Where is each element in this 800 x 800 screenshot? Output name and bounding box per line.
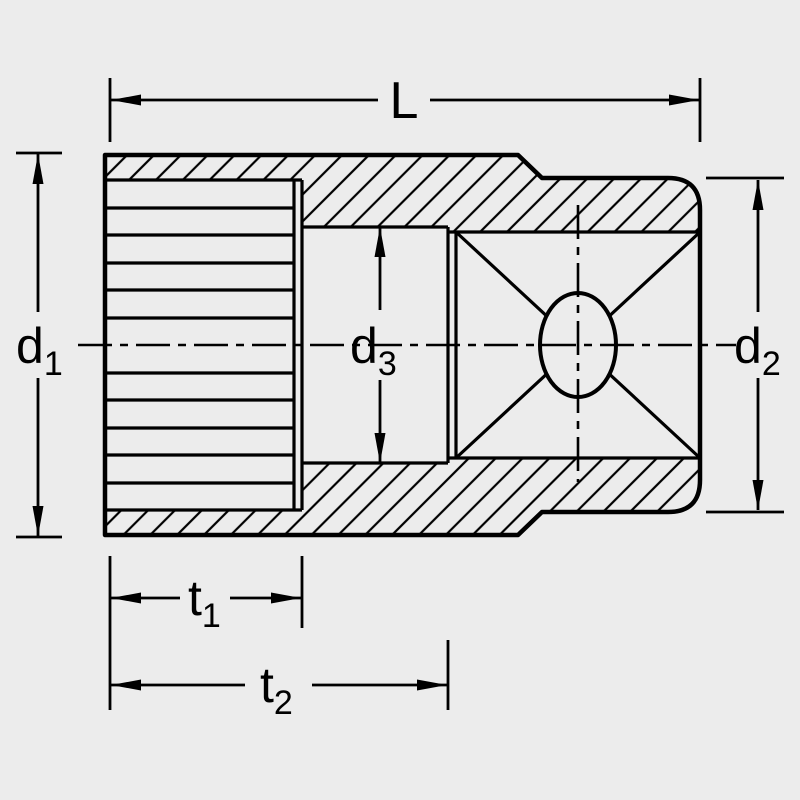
- dim-label-d3-base: d: [350, 318, 378, 374]
- arrowhead-right: [271, 592, 301, 604]
- dimension-d3: d3: [350, 227, 397, 463]
- dim-label-L-base: L: [390, 72, 419, 130]
- dim-label-L: L: [390, 72, 419, 130]
- hatch-sections: [105, 155, 700, 535]
- socket-part: [78, 152, 736, 538]
- arrowhead-up: [32, 154, 44, 184]
- dim-label-t1-base: t: [188, 570, 202, 626]
- dimension-d1: d1: [16, 151, 63, 539]
- arrowhead-right: [417, 679, 447, 691]
- dimension-d2: d2: [706, 176, 784, 514]
- arrowhead-down: [752, 480, 764, 510]
- arrowhead-up: [374, 227, 386, 257]
- dim-label-d2-base: d: [734, 318, 762, 374]
- hatch-bottom-right: [448, 458, 700, 535]
- dim-label-t2: t2: [260, 657, 293, 722]
- dim-label-d3-sub: 3: [378, 345, 397, 383]
- arrowhead-left: [111, 679, 141, 691]
- dim-label-d2: d2: [734, 318, 781, 383]
- dim-label-t1-sub: 1: [202, 597, 221, 635]
- dimension-t2: t2: [111, 640, 450, 722]
- hatch-bottom-mid: [302, 463, 448, 535]
- arrowhead-left: [111, 592, 141, 604]
- dim-label-d1: d1: [16, 318, 63, 383]
- dim-label-t2-sub: 2: [274, 684, 293, 722]
- dim-label-t1: t1: [188, 570, 221, 635]
- dimension-t1: t1: [108, 556, 304, 710]
- arrowhead-up: [752, 180, 764, 210]
- dim-label-d3: d3: [350, 318, 397, 383]
- arrowhead-right: [669, 94, 699, 106]
- arrowhead-down: [374, 433, 386, 463]
- dim-label-d2-sub: 2: [762, 345, 781, 383]
- hatch-top-left: [105, 155, 302, 180]
- hatch-bottom-left: [105, 510, 302, 535]
- arrowhead-left: [111, 94, 141, 106]
- part-outline: [102, 152, 703, 538]
- dim-label-d1-sub: 1: [44, 345, 63, 383]
- dim-label-t2-base: t: [260, 657, 274, 713]
- hatch-top-right: [448, 155, 700, 232]
- dimension-L: L: [108, 72, 702, 142]
- hatch-top-mid: [302, 155, 448, 227]
- arrowhead-down: [32, 506, 44, 536]
- dim-label-d1-base: d: [16, 318, 44, 374]
